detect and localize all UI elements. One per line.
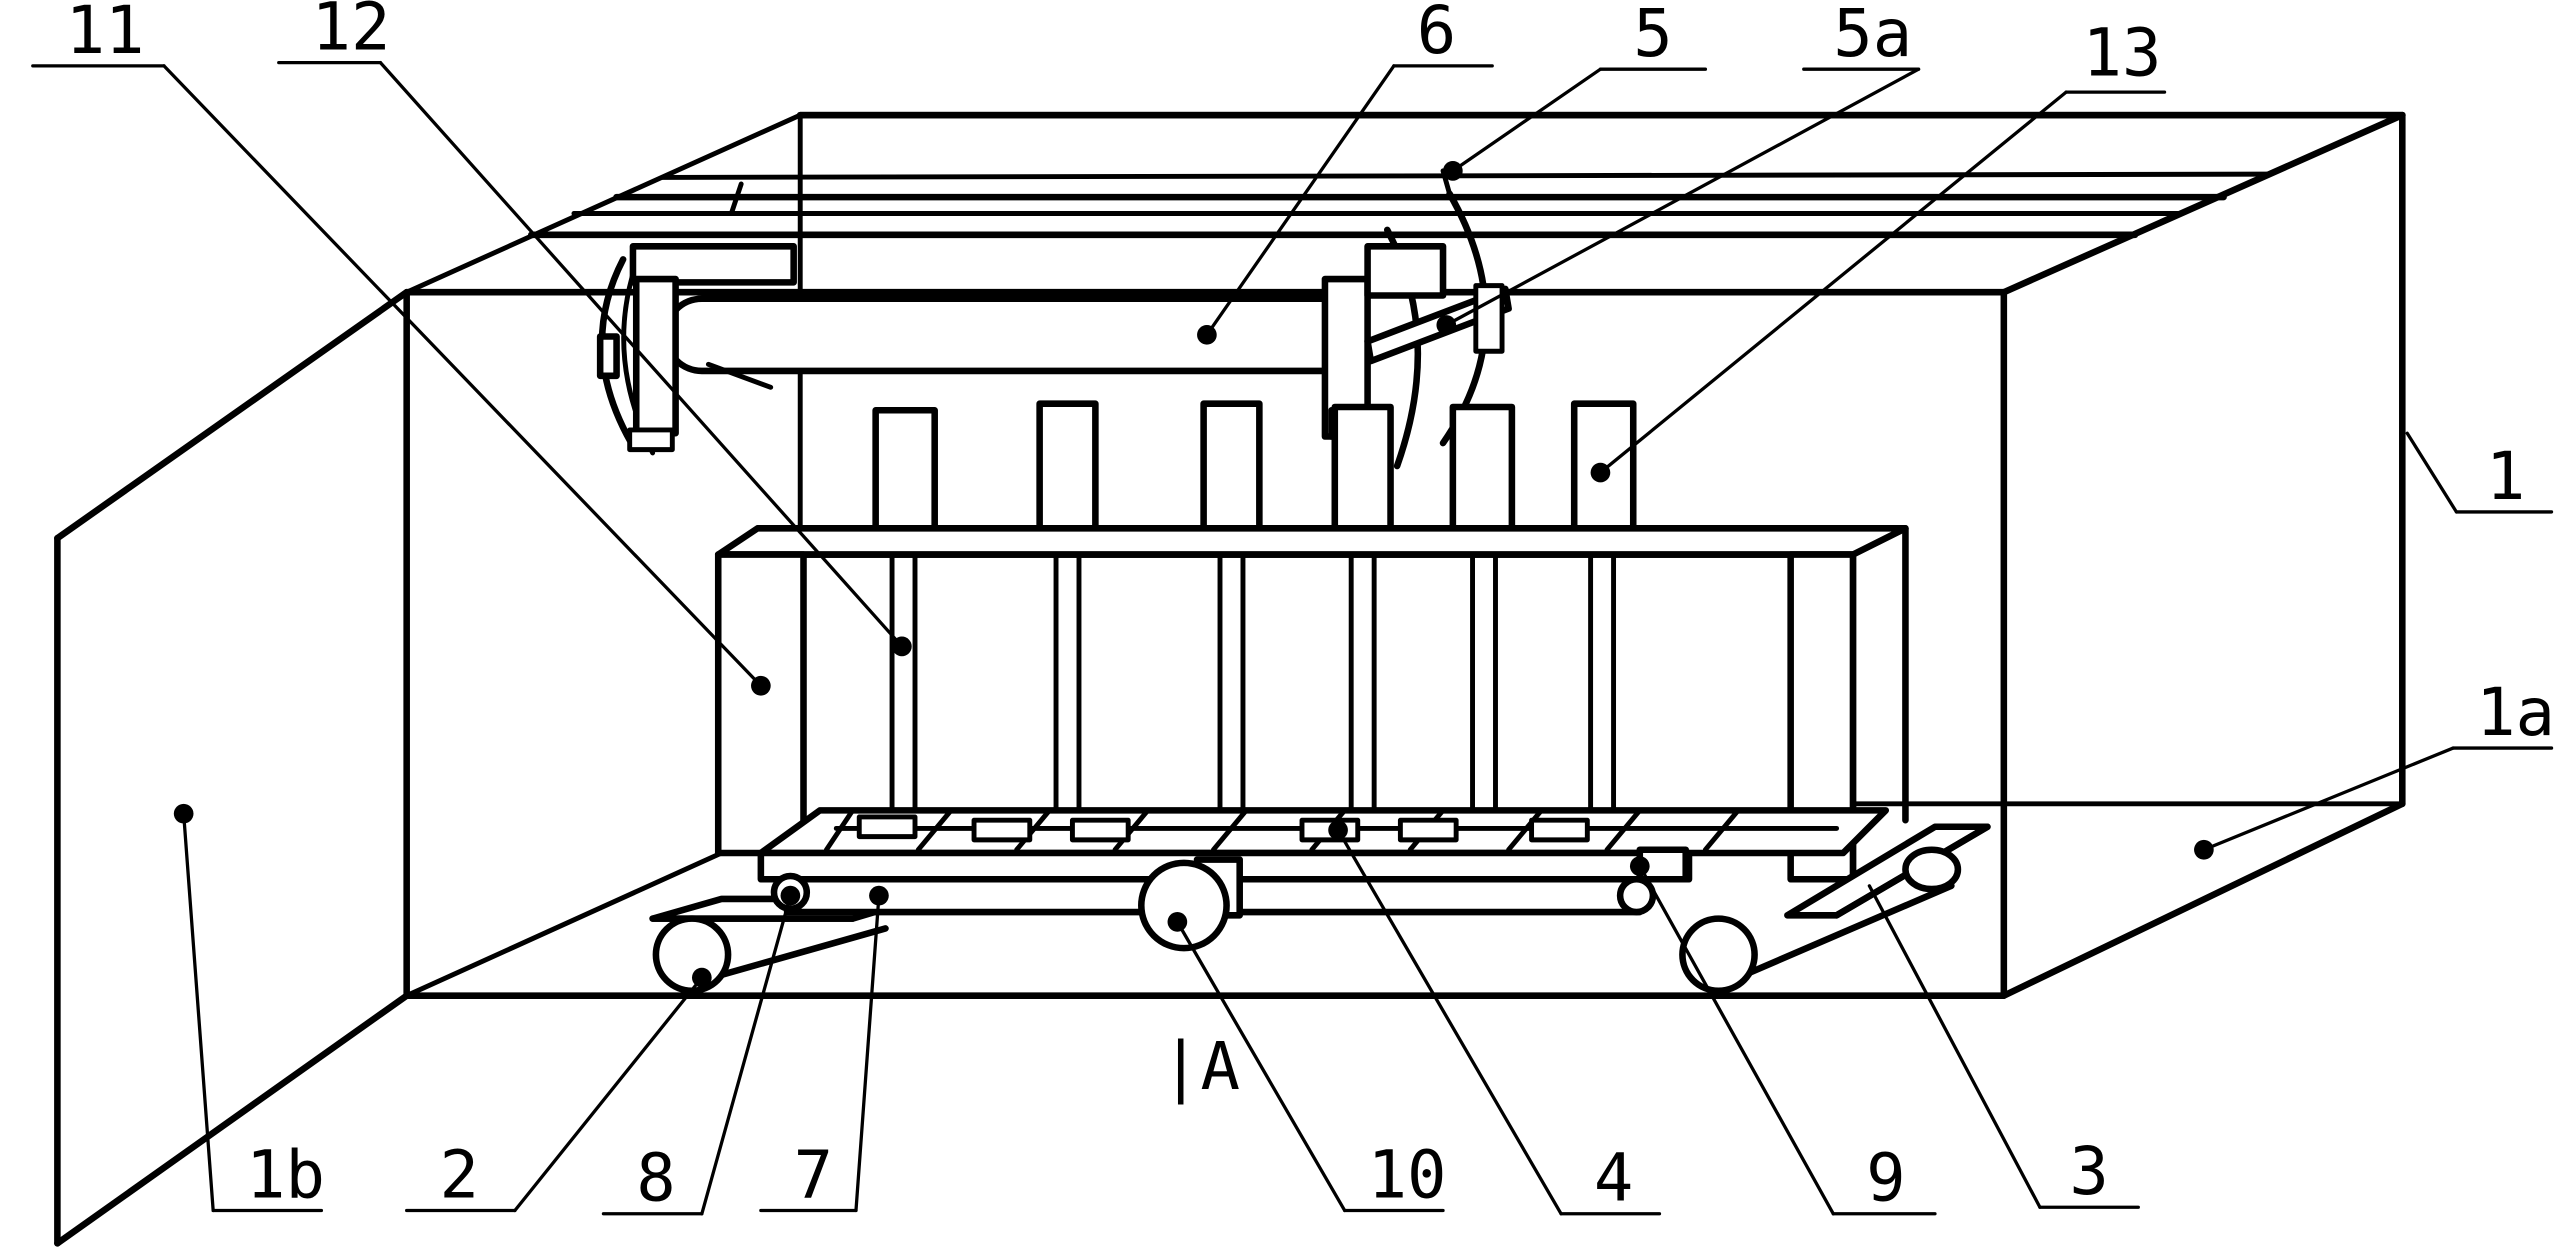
label-1b-text: 1b (246, 1137, 325, 1213)
label-13-text: 13 (2083, 16, 2162, 92)
section-marker-a: |A (1161, 1029, 1240, 1105)
label-11: 11 (31, 0, 771, 696)
label-1a: 1a (2194, 675, 2555, 860)
label-1: 1 (2405, 431, 2554, 515)
tray (757, 807, 1890, 883)
label-9: 9 (1629, 856, 1937, 1217)
top-rails (528, 111, 2406, 239)
label-9-text: 9 (1866, 1141, 1905, 1217)
label-1-text: 1 (2486, 439, 2525, 515)
label-12-text: 12 (312, 0, 391, 66)
label-5a-text: 5a (1833, 0, 1912, 72)
label-8-text: 8 (636, 1141, 675, 1217)
label-4-text: 4 (1594, 1141, 1633, 1217)
label-4: 4 (1328, 820, 1662, 1217)
label-7-text: 7 (794, 1137, 833, 1213)
label-10-text: 10 (1368, 1137, 1447, 1213)
label-3-text: 3 (2069, 1134, 2108, 1210)
label-1b: 1b (173, 803, 325, 1213)
label-7: 7 (759, 885, 889, 1213)
section-marker-text: |A (1161, 1029, 1240, 1105)
label-3: 3 (1867, 884, 2140, 1210)
label-11-text: 11 (66, 0, 145, 69)
label-5-text: 5 (1633, 0, 1672, 72)
label-5a: 5a (1436, 0, 1921, 335)
open-door (54, 288, 410, 1247)
label-13: 13 (1590, 16, 2167, 483)
upper-blocks (872, 400, 1637, 542)
label-5: 5 (1443, 0, 1708, 181)
label-1a-text: 1a (2476, 675, 2555, 751)
label-8: 8 (601, 885, 801, 1217)
cross-beam (596, 168, 1512, 482)
label-2-text: 2 (439, 1137, 478, 1213)
label-6: 6 (1197, 0, 1494, 345)
label-2: 2 (405, 967, 712, 1213)
frame (714, 525, 1909, 883)
label-6-text: 6 (1417, 0, 1456, 69)
label-12: 12 (277, 0, 912, 657)
label-10: 10 (1167, 912, 1447, 1213)
